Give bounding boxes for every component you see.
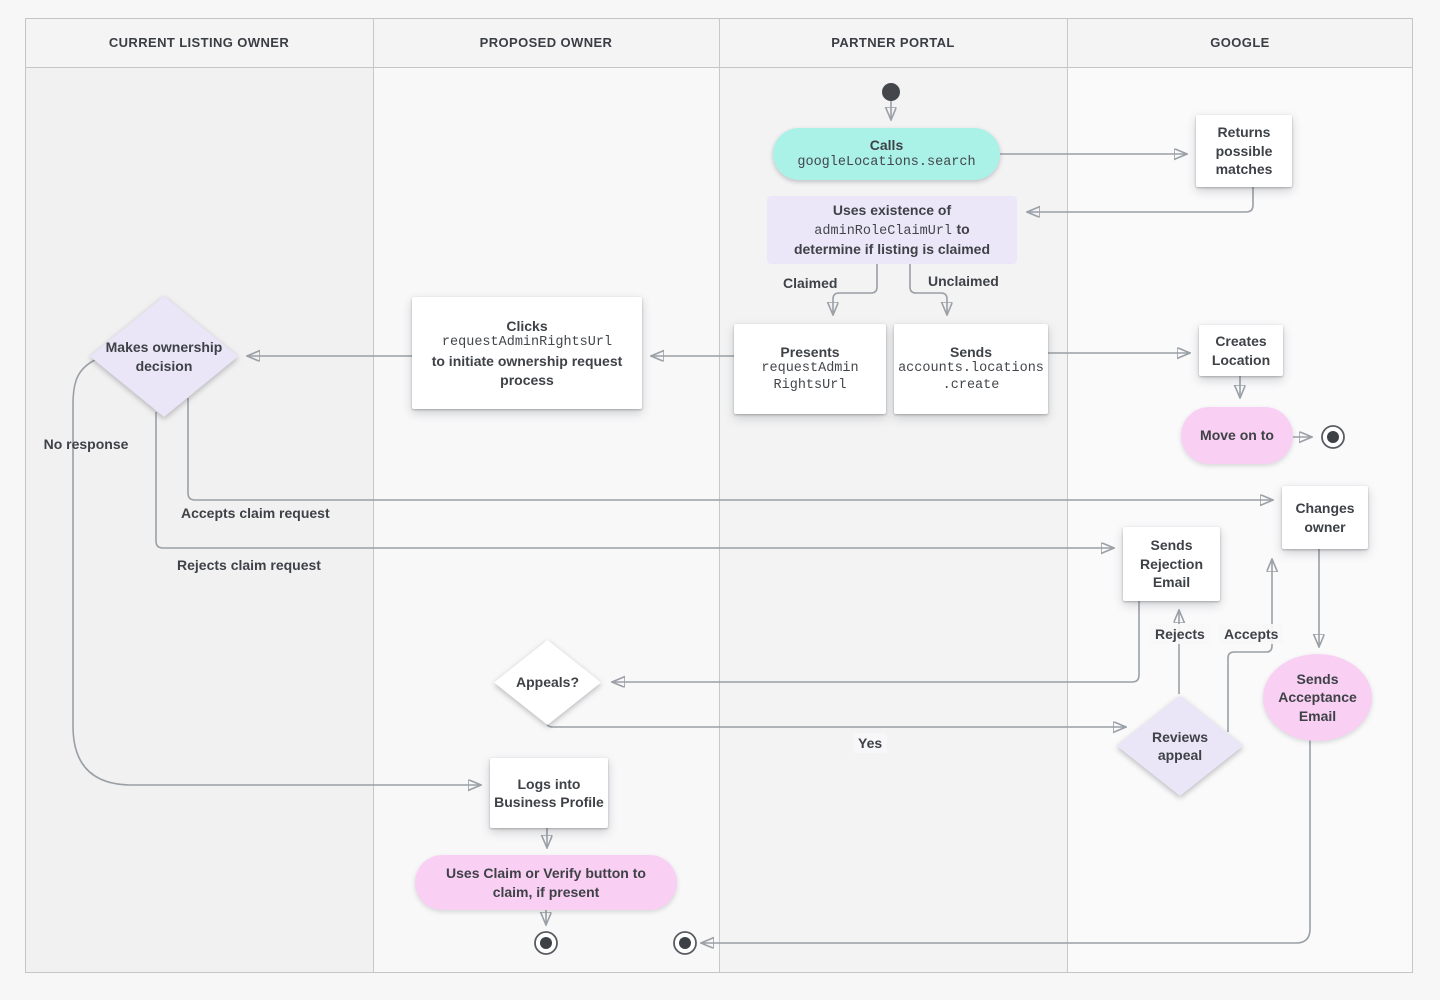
lane-divider xyxy=(719,18,720,973)
node-sends-rejection-email: Sends Rejection Email xyxy=(1123,527,1220,601)
lane-header-label: PARTNER PORTAL xyxy=(831,35,955,50)
node-text: to initiate ownership request process xyxy=(431,353,623,388)
lane-header-label: CURRENT LISTING OWNER xyxy=(108,35,290,50)
node-logs-into-business-profile: Logs into Business Profile xyxy=(490,758,608,828)
edge-rejects-claim-to-rejection-email xyxy=(155,412,1113,548)
edge-returns-to-uses-existence xyxy=(1028,187,1254,212)
edge-reviews-accepts-to-changes-owner xyxy=(1227,560,1272,732)
edge-acceptance-email-to-end xyxy=(702,740,1311,943)
node-code: .create xyxy=(942,378,1000,394)
lane-header-current-listing-owner: CURRENT LISTING OWNER xyxy=(25,18,373,68)
lane-header-partner-portal: PARTNER PORTAL xyxy=(719,18,1067,68)
edge-unclaimed-branch xyxy=(909,264,947,314)
node-appeals: Appeals? xyxy=(494,640,601,725)
node-label: Sends Acceptance Email xyxy=(1278,670,1357,724)
lane-divider xyxy=(1067,18,1068,973)
node-code: googleLocations.search xyxy=(797,154,976,170)
edge-label-rejects-claim-request: Rejects claim request xyxy=(177,557,321,573)
edge-label-rejects: Rejects xyxy=(1150,624,1210,645)
edge-appeals-yes-to-reviews xyxy=(546,723,1125,727)
node-code: requestAdminRightsUrl xyxy=(441,335,613,351)
lane-current-listing-owner xyxy=(25,18,373,973)
node-code: adminRoleClaimUrl xyxy=(814,223,953,239)
node-presents-requestadminrightsurl: Presents requestAdmin RightsUrl xyxy=(734,324,886,414)
start-node xyxy=(882,83,900,101)
node-sends-accounts-locations-create: Sends accounts.locations .create xyxy=(894,324,1048,414)
end-node xyxy=(534,931,558,955)
node-changes-owner: Changes owner xyxy=(1282,486,1368,549)
node-reviews-appeal: Reviews appeal xyxy=(1117,696,1243,796)
node-label: Sends Rejection Email xyxy=(1139,537,1203,591)
node-label: Logs into Business Profile xyxy=(494,775,604,810)
node-creates-location: Creates Location xyxy=(1199,325,1283,376)
node-label: Creates Location xyxy=(1211,333,1271,368)
edge-label-accepts-claim-request: Accepts claim request xyxy=(181,505,330,521)
edge-label-yes: Yes xyxy=(853,733,888,754)
node-returns-possible-matches: Returns possible matches xyxy=(1196,115,1292,187)
node-label: Move on to xyxy=(1200,427,1274,444)
node-text-line2: to xyxy=(956,220,970,237)
node-move-on-to: Move on to xyxy=(1181,407,1293,464)
edge-claimed-branch xyxy=(833,264,878,314)
edge-no-response-to-logs-into xyxy=(72,359,480,785)
edge-label-no-response: No response xyxy=(43,436,129,452)
node-code: requestAdmin xyxy=(761,361,859,377)
node-title: Presents xyxy=(780,343,840,360)
edge-label-unclaimed: Unclaimed xyxy=(928,273,999,289)
node-title: Sends xyxy=(949,343,992,360)
node-label: Appeals? xyxy=(515,674,579,691)
node-clicks-requestadminrightsurl: Clicks requestAdminRightsUrl to initiate… xyxy=(412,297,642,409)
node-label: Uses Claim or Verify button to claim, if… xyxy=(446,865,646,900)
end-node xyxy=(673,931,697,955)
node-makes-ownership-decision: Makes ownership decision xyxy=(90,296,238,417)
node-label: Reviews appeal xyxy=(1151,728,1209,763)
node-label: Changes owner xyxy=(1295,500,1355,535)
node-text-line3: determine if listing is claimed xyxy=(793,241,991,258)
node-uses-claim-or-verify: Uses Claim or Verify button to claim, if… xyxy=(415,855,677,910)
node-calls-googlelocations-search: Calls googleLocations.search xyxy=(773,128,1000,180)
lane-divider xyxy=(373,18,374,973)
edge-label-claimed: Claimed xyxy=(783,275,838,291)
lane-header-label: PROPOSED OWNER xyxy=(479,35,613,50)
node-sends-acceptance-email: Sends Acceptance Email xyxy=(1263,654,1372,741)
end-node xyxy=(1321,425,1345,449)
lane-header-label: GOOGLE xyxy=(1210,35,1270,50)
node-title: Clicks xyxy=(506,317,548,334)
node-code: RightsUrl xyxy=(773,378,847,394)
node-code: accounts.locations xyxy=(898,361,1044,377)
node-label: Returns possible matches xyxy=(1215,124,1273,178)
edge-accepts-claim-to-changes-owner xyxy=(187,398,1272,500)
node-label: Makes ownership decision xyxy=(105,339,223,374)
edge-label-accepts: Accepts xyxy=(1219,624,1284,645)
node-uses-existence-adminroleclaimurl: Uses existence of adminRoleClaimUrl to d… xyxy=(767,196,1017,264)
edge-rejection-email-to-appeals xyxy=(613,601,1140,682)
diagram-frame xyxy=(25,18,1413,973)
node-title: Calls xyxy=(869,137,904,154)
node-text-line1: Uses existence of xyxy=(832,202,952,219)
lane-header-google: GOOGLE xyxy=(1067,18,1413,68)
lane-header-proposed-owner: PROPOSED OWNER xyxy=(373,18,719,68)
